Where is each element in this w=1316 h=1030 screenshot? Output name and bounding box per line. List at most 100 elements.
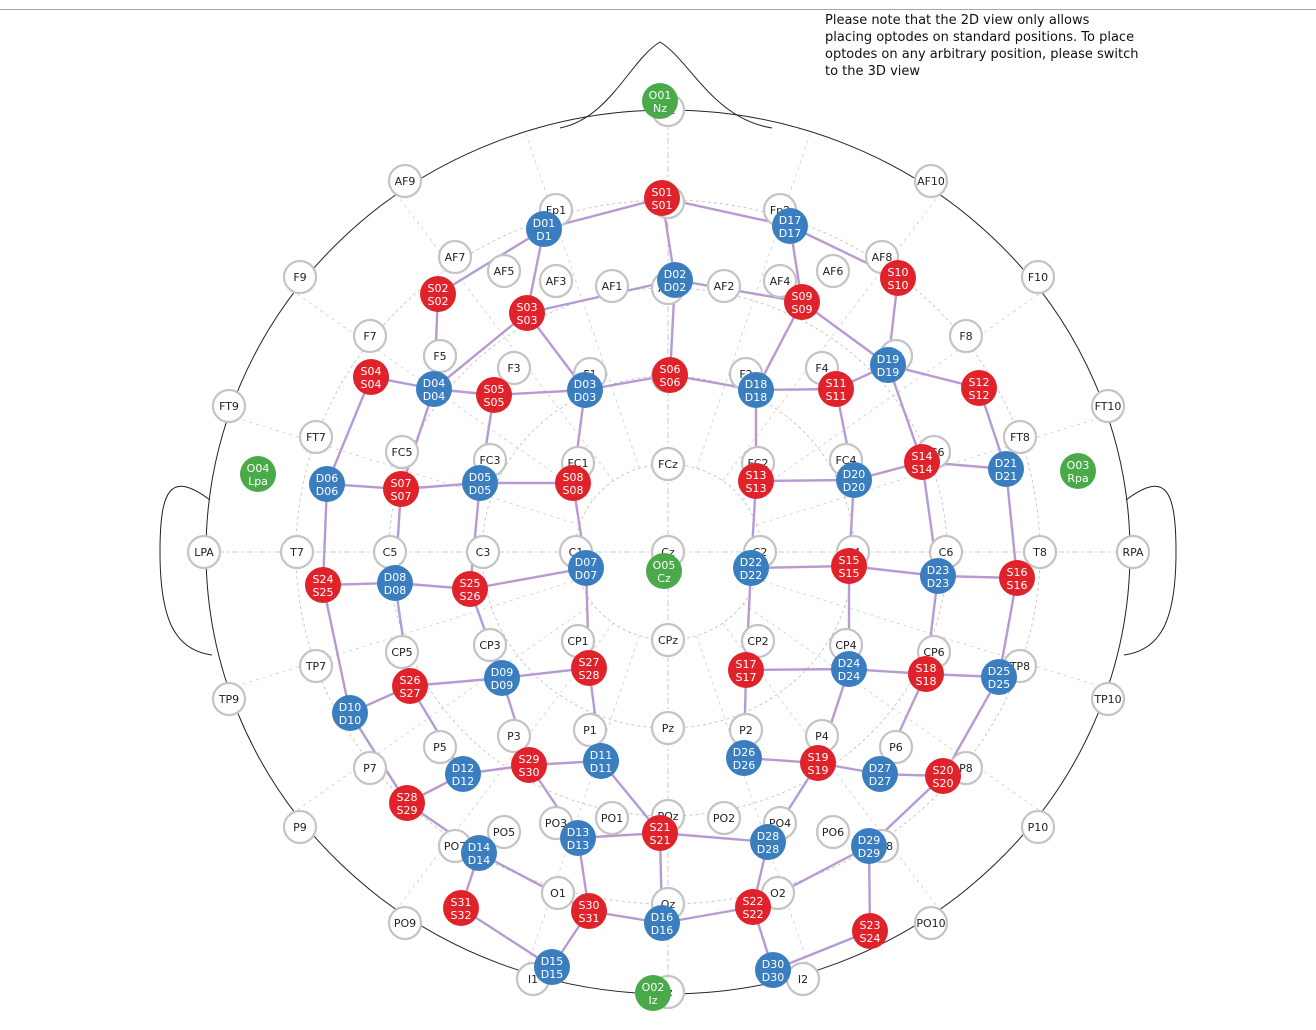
position-af7[interactable]: AF7 (437, 239, 473, 275)
position-af3[interactable]: AF3 (538, 263, 574, 299)
position-fc5[interactable]: FC5 (384, 434, 420, 470)
position-ft8[interactable]: FT8 (1002, 419, 1038, 455)
position-af9[interactable]: AF9 (387, 163, 423, 199)
position-po10[interactable]: PO10 (913, 905, 949, 941)
position-tp7[interactable]: TP7 (298, 648, 334, 684)
position-p3[interactable]: P3 (496, 718, 532, 754)
position-af5[interactable]: AF5 (486, 253, 522, 289)
position-t8[interactable]: T8 (1022, 534, 1058, 570)
position-lpa[interactable]: LPA (186, 534, 222, 570)
position-p7[interactable]: P7 (352, 750, 388, 786)
position-f9[interactable]: F9 (282, 259, 318, 295)
position-af4[interactable]: AF4 (762, 263, 798, 299)
position-af8[interactable]: AF8 (864, 239, 900, 275)
position-i2[interactable]: I2 (785, 961, 821, 997)
position-ft10[interactable]: FT10 (1090, 388, 1126, 424)
position-fcz[interactable]: FCz (650, 446, 686, 482)
position-po9[interactable]: PO9 (387, 905, 423, 941)
position-p5[interactable]: P5 (422, 729, 458, 765)
position-af10[interactable]: AF10 (913, 163, 949, 199)
position-f8[interactable]: F8 (948, 318, 984, 354)
position-ft9[interactable]: FT9 (211, 388, 247, 424)
position-pz[interactable]: Pz (650, 710, 686, 746)
position-po6[interactable]: PO6 (815, 814, 851, 850)
position-p9[interactable]: P9 (282, 809, 318, 845)
position-f7[interactable]: F7 (352, 318, 388, 354)
position-f10[interactable]: F10 (1020, 259, 1056, 295)
position-cp5[interactable]: CP5 (384, 634, 420, 670)
position-po1[interactable]: PO1 (594, 800, 630, 836)
position-tp9[interactable]: TP9 (211, 681, 247, 717)
position-af1[interactable]: AF1 (594, 268, 630, 304)
position-o1[interactable]: O1 (540, 875, 576, 911)
position-f5[interactable]: F5 (422, 338, 458, 374)
position-p10[interactable]: P10 (1020, 809, 1056, 845)
position-cp1[interactable]: CP1 (560, 623, 596, 659)
position-po5[interactable]: PO5 (486, 814, 522, 850)
position-tp10[interactable]: TP10 (1090, 681, 1126, 717)
position-p6[interactable]: P6 (878, 729, 914, 765)
position-rpa[interactable]: RPA (1115, 534, 1151, 570)
position-af2[interactable]: AF2 (706, 268, 742, 304)
position-f3[interactable]: F3 (496, 350, 532, 386)
position-c3[interactable]: C3 (465, 534, 501, 570)
position-c5[interactable]: C5 (372, 534, 408, 570)
position-p1[interactable]: P1 (572, 712, 608, 748)
position-ft7[interactable]: FT7 (298, 419, 334, 455)
position-cpz[interactable]: CPz (650, 622, 686, 658)
